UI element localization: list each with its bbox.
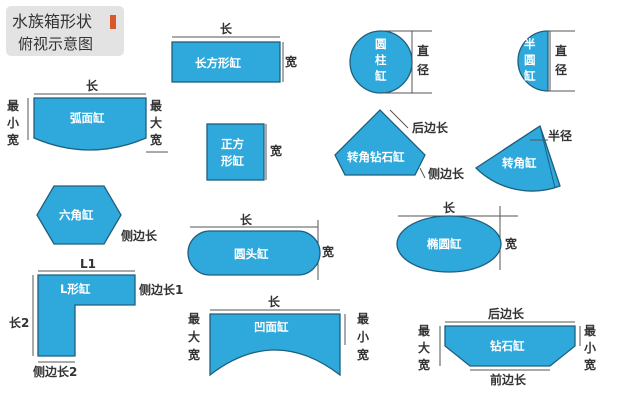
title-graphic: 水族箱形状 俯视示意图 [6, 6, 124, 56]
rect-length-label: 长 [220, 21, 233, 36]
concave-min-2: 小 [357, 329, 369, 344]
circle-diameter-2: 径 [417, 62, 429, 77]
arc-tank-shape [33, 97, 147, 151]
round-head-group: 长 圆头缸 宽 [187, 212, 334, 280]
half-circle-tank-shape [517, 30, 549, 92]
corner-tank-group: 转角缸 半径 [474, 124, 572, 192]
l-length-2: 长2 [9, 315, 29, 330]
diamond-min-1: 最 [584, 324, 597, 338]
concave-max-1: 最 [188, 312, 201, 326]
concave-tank-name: 凹面缸 [254, 320, 289, 334]
arc-tank-group: 长 弧面缸 最 小 宽 最 大 宽 [6, 78, 168, 153]
corner-diamond-back: 后边长 [412, 120, 449, 135]
round-head-width: 宽 [321, 244, 334, 259]
half-circle-name-3: 缸 [523, 69, 536, 83]
diamond-max-1: 最 [418, 324, 431, 338]
circle-diameter-1: 直 [417, 43, 429, 58]
half-circle-tank-group: 半 圆 缸 直 径 [517, 30, 575, 92]
rect-tank-group: 长 宽 长方形缸 [171, 21, 297, 83]
corner-radius: 半径 [548, 128, 572, 143]
hexagon-tank-name: 六角缸 [59, 208, 94, 222]
diamond-max-3: 宽 [417, 357, 430, 372]
concave-tank-shape [209, 313, 341, 377]
concave-tank-group: 长 凹面缸 最 大 宽 最 小 宽 [187, 294, 370, 377]
diamond-min-3: 宽 [583, 357, 596, 372]
half-circle-name-2: 圆 [524, 53, 536, 67]
diamond-back: 后边长 [488, 306, 525, 321]
hexagon-tank-shape [36, 185, 122, 245]
corner-diamond-side: 侧边长 [428, 166, 465, 181]
half-circle-name-1: 半 [524, 37, 536, 51]
round-head-name: 圆头缸 [234, 247, 269, 261]
concave-max-2: 大 [188, 329, 200, 344]
diamond-tank-group: 后边长 钻石缸 前边长 最 大 宽 最 小 宽 [417, 306, 597, 387]
title-panel: 水族箱形状 俯视示意图 [6, 6, 124, 56]
square-tank-group: 正方 形缸 宽 [206, 123, 282, 181]
hexagon-tank-group: 六角缸 侧边长 [36, 185, 158, 245]
concave-min-1: 最 [357, 312, 370, 326]
rect-tank-name: 长方形缸 [195, 56, 241, 70]
title-line-1: 水族箱形状 [12, 12, 92, 31]
square-tank-shape [206, 123, 265, 181]
corner-diamond-group: 转角钻石缸 后边长 侧边长 [334, 109, 465, 181]
arc-max-1: 最 [150, 99, 163, 113]
circle-name-3: 缸 [374, 69, 387, 83]
arc-min-3: 宽 [6, 132, 19, 147]
corner-tank-edge [502, 125, 556, 189]
half-circle-diameter-2: 径 [555, 62, 567, 77]
l-shape-name: L形缸 [60, 282, 91, 296]
circle-tank-group: 圆 柱 缸 直 径 [349, 30, 432, 94]
l-side-2: 侧边长2 [33, 364, 77, 379]
diamond-front: 前边长 [490, 372, 527, 387]
hexagon-side: 侧边长 [121, 228, 158, 243]
concave-min-3: 宽 [356, 347, 369, 362]
concave-length: 长 [268, 294, 281, 309]
diamond-min-2: 小 [584, 340, 596, 355]
arc-max-2: 大 [150, 115, 162, 130]
title-background [6, 6, 124, 56]
ellipse-length: 长 [443, 200, 456, 215]
round-head-length: 长 [240, 212, 253, 227]
corner-diamond-back-line [389, 109, 409, 129]
corner-tank-name: 转角缸 [502, 156, 537, 170]
rect-tank-shape [171, 41, 281, 83]
rect-width-label: 宽 [284, 54, 297, 69]
l-shape-group: L1 L形缸 侧边长1 长2 侧边长2 [9, 257, 183, 379]
corner-diamond-side-line [419, 167, 426, 179]
arc-length-label: 长 [86, 78, 99, 93]
corner-diamond-name: 转角钻石缸 [347, 150, 405, 164]
concave-max-3: 宽 [187, 347, 200, 362]
round-head-shape [187, 230, 321, 276]
diamond-max-2: 大 [418, 340, 430, 355]
diamond-tank-shape [444, 325, 576, 367]
arc-tank-name: 弧面缸 [70, 111, 105, 125]
half-circle-diameter-1: 直 [555, 43, 567, 58]
circle-name-1: 圆 [375, 37, 387, 51]
l-side-1: 侧边长1 [139, 282, 183, 297]
square-width-label: 宽 [269, 143, 282, 158]
l-shape-tank [37, 274, 136, 357]
l-length-1: L1 [80, 257, 96, 271]
title-accent-mark [110, 15, 116, 29]
corner-diamond-shape [334, 109, 426, 176]
square-name-2: 形缸 [221, 154, 244, 168]
title-line-2: 俯视示意图 [18, 35, 93, 53]
arc-min-2: 小 [7, 115, 19, 130]
ellipse-tank-shape [396, 215, 502, 273]
square-name-1: 正方 [221, 137, 244, 151]
arc-max-3: 宽 [149, 132, 162, 147]
ellipse-tank-name: 椭圆缸 [427, 237, 462, 251]
circle-name-2: 柱 [375, 53, 387, 67]
ellipse-width: 宽 [504, 236, 517, 251]
diamond-tank-name: 钻石缸 [490, 339, 525, 353]
arc-min-1: 最 [7, 99, 20, 113]
ellipse-tank-group: 长 椭圆缸 宽 [396, 200, 518, 273]
